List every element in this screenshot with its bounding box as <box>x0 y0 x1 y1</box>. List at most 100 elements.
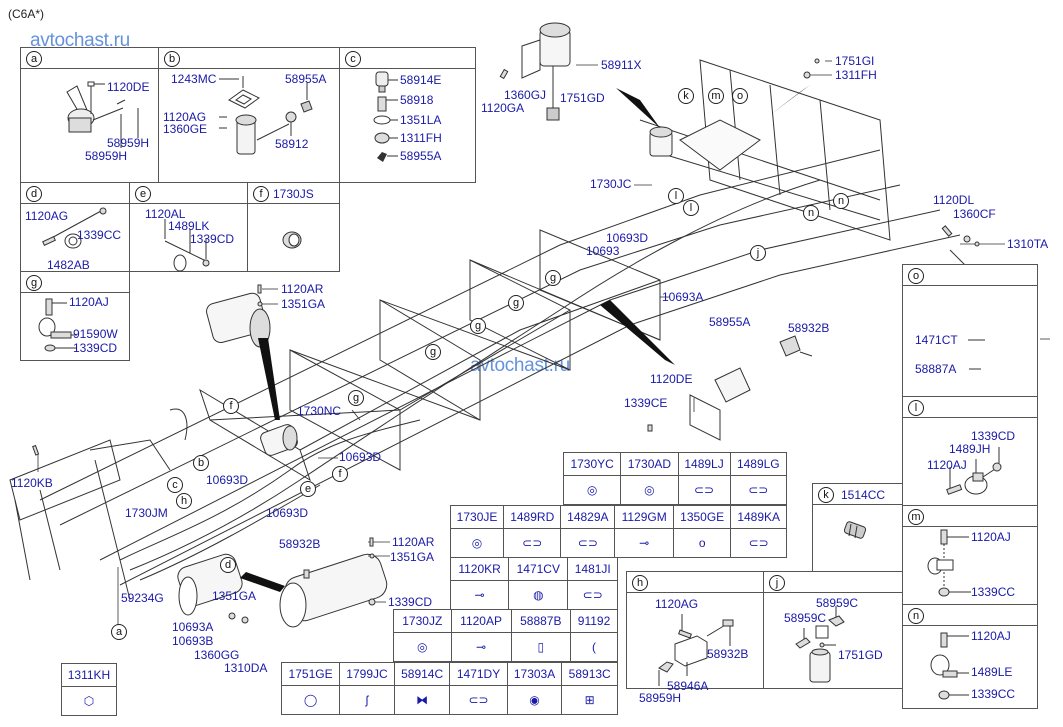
part-label[interactable]: 59234G <box>121 591 164 605</box>
part-label[interactable]: 1730NC <box>297 404 342 418</box>
part-label[interactable]: 1120AJ <box>927 458 967 472</box>
part-label[interactable]: 1489LJ <box>677 452 731 476</box>
part-label[interactable]: 91192 <box>570 609 618 633</box>
part-label[interactable]: 1120DE <box>107 80 150 94</box>
part-label[interactable]: 1351GA <box>212 589 257 603</box>
part-label[interactable]: 1339CD <box>73 341 118 355</box>
callout-h[interactable]: h <box>176 493 192 509</box>
part-label[interactable]: 1730JM <box>125 506 168 520</box>
part-label[interactable]: 1120AR <box>392 535 435 549</box>
part-label[interactable]: 1751GD <box>560 91 605 105</box>
callout-n[interactable]: n <box>833 193 849 209</box>
part-label[interactable]: 1351GA <box>390 550 435 564</box>
part-label[interactable]: 1471CV <box>508 557 569 581</box>
part-label[interactable]: 1120AJ <box>971 629 1011 643</box>
part-label[interactable]: 1360GG <box>194 648 240 662</box>
part-label[interactable]: 58955A <box>285 72 327 86</box>
part-label[interactable]: 1120AG <box>655 597 699 611</box>
part-label[interactable]: 1339CD <box>971 429 1016 443</box>
part-label[interactable]: 1310DA <box>224 661 268 675</box>
part-label[interactable]: 1120KR <box>449 557 510 581</box>
part-label[interactable]: 58887B <box>510 609 572 633</box>
part-label[interactable]: 1489JH <box>949 442 991 456</box>
part-label[interactable]: 1489RD <box>503 505 562 529</box>
part-label[interactable]: 10693D <box>266 506 309 520</box>
part-label[interactable]: 1360GJ <box>504 88 547 102</box>
part-label[interactable]: 1730JC <box>590 177 632 191</box>
callout-l[interactable]: l <box>683 200 699 216</box>
part-label[interactable]: 1243MC <box>171 72 217 86</box>
part-label[interactable]: 1120DL <box>933 193 975 207</box>
part-label[interactable]: 1120AL <box>145 207 186 221</box>
part-label[interactable]: 1310TA <box>1007 237 1049 251</box>
part-label[interactable]: 1120AR <box>281 282 324 296</box>
part-label[interactable]: 1339CD <box>388 595 433 609</box>
part-label[interactable]: 58959C <box>784 611 827 625</box>
callout-g[interactable]: g <box>348 390 364 406</box>
part-label[interactable]: 1489LE <box>971 665 1013 679</box>
part-label[interactable]: 1120AJ <box>69 295 109 309</box>
callout-f[interactable]: f <box>332 466 348 482</box>
part-label[interactable]: 1730JS <box>273 187 314 201</box>
part-label[interactable]: 1351GA <box>281 297 326 311</box>
part-label[interactable]: 58918 <box>400 93 434 107</box>
part-label[interactable]: 1360GE <box>163 122 208 136</box>
part-label[interactable]: 14829A <box>560 505 616 529</box>
part-label[interactable]: 1799JC <box>339 662 395 686</box>
callout-o[interactable]: o <box>732 88 748 104</box>
part-label[interactable]: 1120AJ <box>971 530 1011 544</box>
part-label[interactable]: 58959H <box>639 691 682 705</box>
part-label[interactable]: 58959C <box>816 596 859 610</box>
callout-l[interactable]: l <box>668 188 684 204</box>
part-label[interactable]: 58911X <box>601 58 642 72</box>
callout-n[interactable]: n <box>803 205 819 221</box>
callout-g[interactable]: g <box>470 318 486 334</box>
part-label[interactable]: 10693A <box>662 290 704 304</box>
callout-d[interactable]: d <box>220 557 236 573</box>
part-label[interactable]: 10693D <box>606 231 649 245</box>
part-label[interactable]: 10693D <box>206 473 249 487</box>
part-label[interactable]: 1339CC <box>77 228 122 242</box>
part-label[interactable]: 1489LG <box>729 452 788 476</box>
part-label[interactable]: 10693D <box>339 450 382 464</box>
part-label[interactable]: 1351LA <box>400 113 442 127</box>
callout-b[interactable]: b <box>193 455 209 471</box>
part-label[interactable]: 58955A <box>709 315 751 329</box>
part-label[interactable]: 1471DY <box>449 662 508 686</box>
part-label[interactable]: 1360CF <box>953 207 996 221</box>
part-label[interactable]: 58912 <box>275 137 309 151</box>
part-label[interactable]: 1339CC <box>971 585 1016 599</box>
part-label[interactable]: 1489KA <box>730 505 787 529</box>
callout-g[interactable]: g <box>545 270 561 286</box>
callout-f[interactable]: f <box>223 398 239 414</box>
part-label[interactable]: 58959H <box>85 149 128 163</box>
part-label[interactable]: 58932B <box>279 537 321 551</box>
callout-j[interactable]: j <box>750 245 766 261</box>
part-label[interactable]: 58914C <box>393 662 451 686</box>
part-label[interactable]: 1311FH <box>400 131 442 145</box>
callout-a[interactable]: a <box>111 624 127 640</box>
part-label[interactable]: 10693A <box>172 620 214 634</box>
part-label[interactable]: 1339CE <box>624 396 668 410</box>
part-label[interactable]: 58932B <box>707 647 749 661</box>
part-label[interactable]: 58955A <box>400 149 442 163</box>
part-label[interactable]: 1120GA <box>481 101 525 115</box>
part-label[interactable]: 58932B <box>788 321 830 335</box>
callout-g[interactable]: g <box>508 295 524 311</box>
part-label[interactable]: 1751GI <box>835 54 875 68</box>
part-label[interactable]: 58946A <box>667 679 709 693</box>
part-label[interactable]: 1489LK <box>168 219 210 233</box>
part-label[interactable]: 1120AP <box>450 609 512 633</box>
part-label[interactable]: 58913C <box>561 662 618 686</box>
part-label[interactable]: 1730JZ <box>393 609 452 633</box>
part-label[interactable]: 1730AD <box>620 452 679 476</box>
part-label[interactable]: 1120AG <box>25 209 69 223</box>
part-label[interactable]: 10693 <box>586 244 620 258</box>
part-label[interactable]: 1120DE <box>650 372 693 386</box>
part-label[interactable]: 1350GE <box>673 505 732 529</box>
part-label[interactable]: 1751GE <box>280 662 341 686</box>
part-label[interactable]: 1339CC <box>971 687 1016 701</box>
part-label[interactable]: 1730YC <box>562 452 622 476</box>
callout-c[interactable]: c <box>167 477 183 493</box>
part-label[interactable]: 1311KH <box>61 663 117 687</box>
